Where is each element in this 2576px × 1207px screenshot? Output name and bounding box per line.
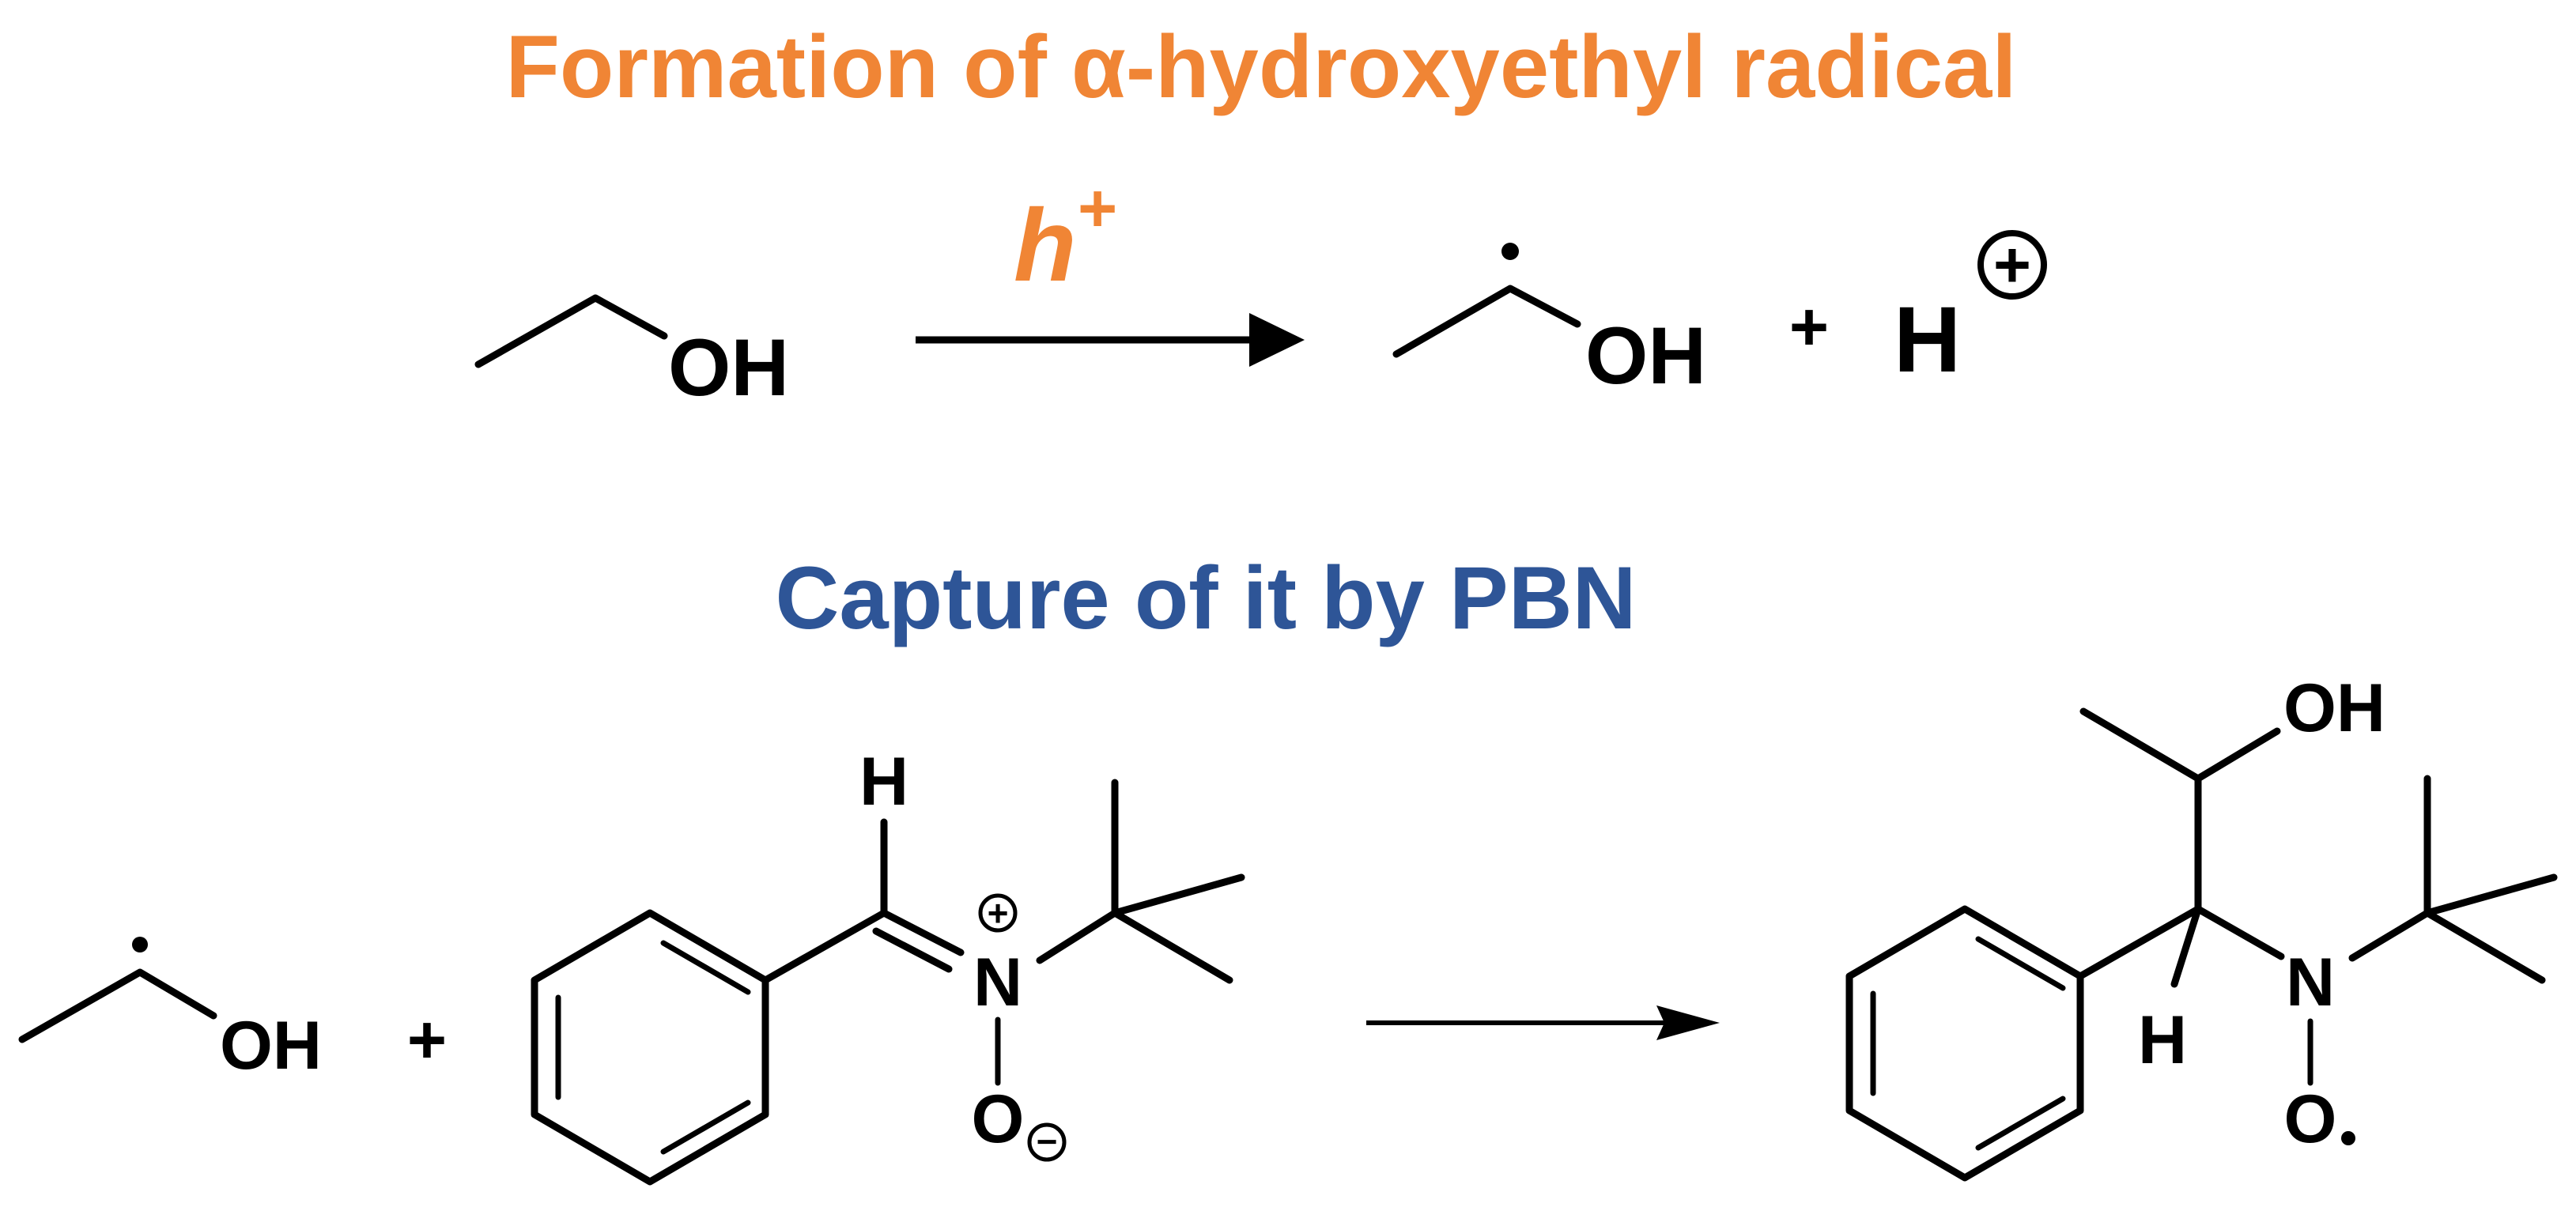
plus-sign-1: + (1789, 289, 1829, 365)
adduct-tbu-methyl-right (2423, 873, 2558, 917)
radical2-oh-label: OH (220, 1008, 322, 1084)
positive-charge-circle (1977, 230, 2047, 300)
adduct-methyl-bond (2079, 707, 2202, 783)
radical2-dot (132, 937, 148, 952)
pbn-cn-double-bond-b (872, 927, 953, 973)
radical-oh-label: OH (1585, 311, 1706, 401)
photoexcitation-arrow (916, 313, 1305, 367)
pbn-tbu-methyl-down (1111, 909, 1233, 984)
radical-carbon-chain (1392, 285, 1581, 358)
ethanol-carbon-chain (474, 294, 668, 368)
hydroxyethyl-radical-product: OH (1392, 243, 1706, 401)
pbn-h-label: H (859, 744, 908, 820)
spin-adduct-molecule: H OH N O (1845, 670, 2558, 1182)
adduct-n-tbu-bond (2348, 909, 2431, 962)
adduct-h-label: H (2138, 1002, 2187, 1078)
adduct-ring-ch-bond (2076, 905, 2202, 980)
radical-dot (1501, 243, 1519, 260)
hydroxyethyl-radical-reactant: OH (18, 937, 322, 1084)
pbn-benzene-ring (531, 909, 769, 1186)
adduct-o-label: O (2284, 1081, 2337, 1157)
reaction-arrow-2 (1366, 1005, 1720, 1040)
adduct-ring-double-2 (1975, 936, 2066, 991)
pbn-ring-ch-bond (761, 909, 888, 984)
pbn-o-charge-circle (1027, 1122, 1067, 1162)
adduct-oh-label: OH (2283, 670, 2385, 746)
proton-h-label: H (1894, 288, 1961, 392)
adduct-n-label: N (2286, 945, 2335, 1020)
title-capture: Capture of it by PBN (776, 549, 1637, 647)
proton: H + (1894, 229, 2047, 392)
radical2-carbon-chain (18, 968, 217, 1043)
plus-sign-2: + (407, 1002, 447, 1078)
adduct-c-h-bond (2170, 905, 2202, 988)
pbn-n-tbu-bond (1036, 909, 1119, 964)
adduct-ring-double-3 (1975, 1096, 2066, 1151)
pbn-o-label: O (972, 1081, 1025, 1157)
pbn-tbu-methyl-right (1111, 873, 1245, 917)
proton-charge: + (1993, 229, 2031, 301)
pbn-cn-double-bond-a (880, 909, 965, 956)
adduct-tbu-methyl-down (2423, 909, 2546, 984)
ethanol-molecule: OH (474, 294, 789, 413)
title-formation: Formation of α-hydroxyethyl radical (506, 17, 2017, 116)
hole-label: h+ (1014, 171, 1116, 303)
pbn-ring-double-3 (660, 1100, 751, 1155)
adduct-c-oh-bond (2194, 727, 2281, 783)
pbn-n-charge-circle (978, 893, 1018, 933)
ethanol-oh-label: OH (668, 322, 789, 413)
adduct-c-n-bond (2194, 905, 2285, 960)
adduct-benzene-ring (1845, 905, 2084, 1182)
pbn-n-label: N (973, 945, 1022, 1020)
pbn-molecule: H N + O − (531, 744, 1245, 1186)
pbn-o-charge: − (1037, 1121, 1058, 1162)
pbn-ring-double-2 (660, 940, 751, 995)
pbn-n-charge: + (988, 892, 1009, 934)
adduct-radical-dot (2341, 1131, 2355, 1145)
